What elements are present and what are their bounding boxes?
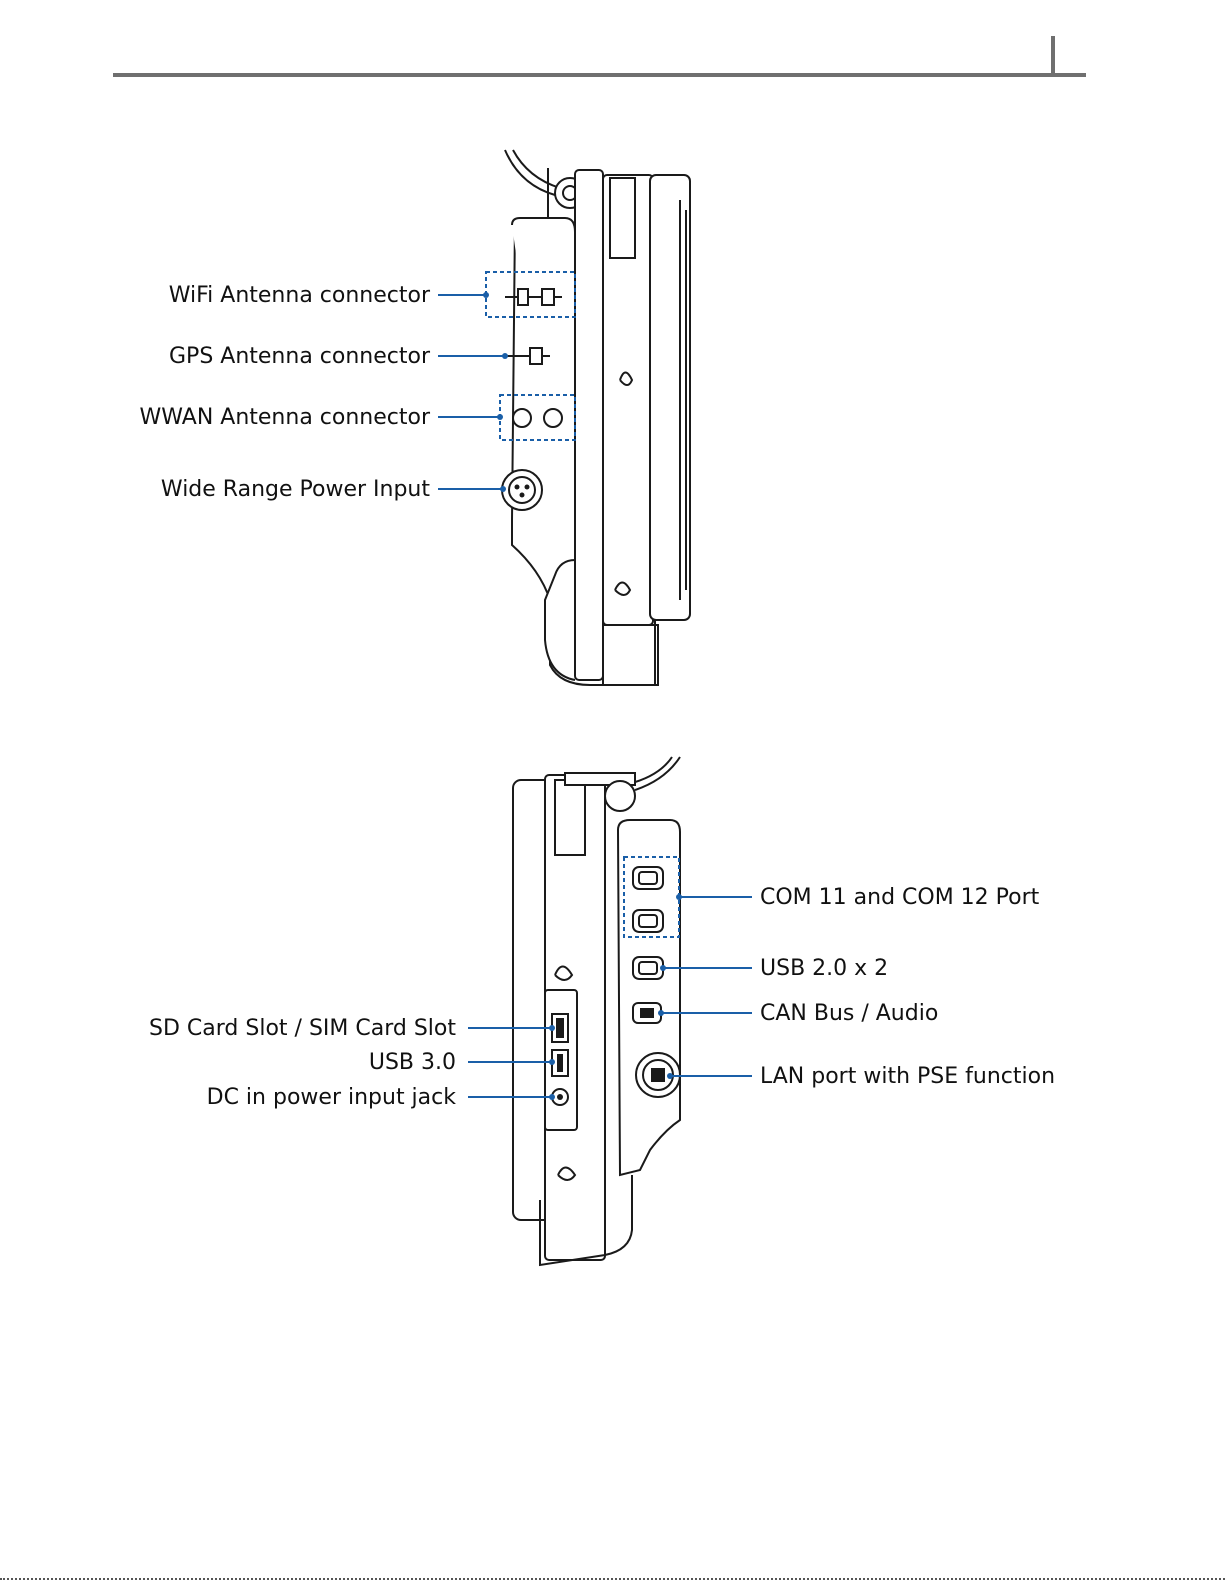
label-lan-pse: LAN port with PSE function (760, 1064, 1055, 1089)
bottom-cable (635, 757, 680, 790)
label-power-input: Wide Range Power Input (161, 477, 430, 502)
device-top-view (502, 150, 690, 685)
usb2-graphic (633, 957, 663, 979)
label-wifi-antenna: WiFi Antenna connector (169, 283, 431, 308)
device-bottom-view (513, 757, 680, 1265)
label-usb3: USB 3.0 (369, 1050, 456, 1075)
top-display (650, 175, 690, 620)
label-wwan-antenna: WWAN Antenna connector (139, 405, 430, 430)
label-can-bus-audio: CAN Bus / Audio (760, 1001, 938, 1026)
can-bus-graphic (633, 1003, 661, 1023)
top-connector-panel (512, 218, 575, 680)
label-dc-jack: DC in power input jack (207, 1085, 457, 1110)
label-sd-sim-slot: SD Card Slot / SIM Card Slot (149, 1016, 456, 1041)
top-main-body (575, 170, 603, 680)
footer-rule (0, 1578, 1225, 1580)
bottom-mount-knob (605, 781, 635, 811)
label-com-ports: COM 11 and COM 12 Port (760, 885, 1040, 910)
power-input-graphic (502, 470, 542, 510)
label-gps-antenna: GPS Antenna connector (169, 344, 431, 369)
label-usb2: USB 2.0 x 2 (760, 956, 888, 981)
